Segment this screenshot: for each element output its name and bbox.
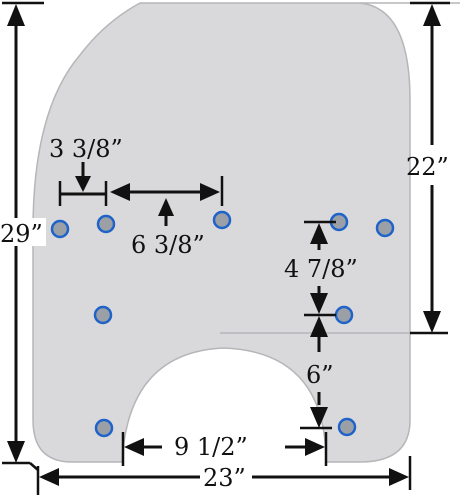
mounting-hole [93,305,113,325]
label-right-hole-spacing: 4 7/8” [284,255,358,283]
mounting-hole [337,417,357,437]
dim-hole-offset [58,162,108,206]
label-hole-spacing: 6 3/8” [131,231,205,259]
dim-notch-width [121,432,328,466]
label-notch-width: 9 1/2” [174,433,248,461]
dim-upper-height [410,1,450,335]
windshield-body [32,2,411,463]
mounting-hole [375,218,395,238]
mounting-hole [96,214,116,234]
label-overall-width: 23” [203,464,246,492]
dim-notch-depth [300,316,332,430]
label-bg [0,218,46,246]
label-overall-height: 29” [0,220,43,248]
dim-right-hole-spacing [304,220,336,317]
mounting-hole [50,219,70,239]
label-notch-depth: 6” [306,361,334,389]
label-upper-height: 22” [406,153,449,181]
label-hole-offset: 3 3/8” [49,135,123,163]
mounting-hole [334,305,354,325]
dim-overall-width [36,456,412,495]
dim-hole-spacing [110,176,224,226]
mounting-hole [212,210,232,230]
mounting-hole [94,418,114,438]
